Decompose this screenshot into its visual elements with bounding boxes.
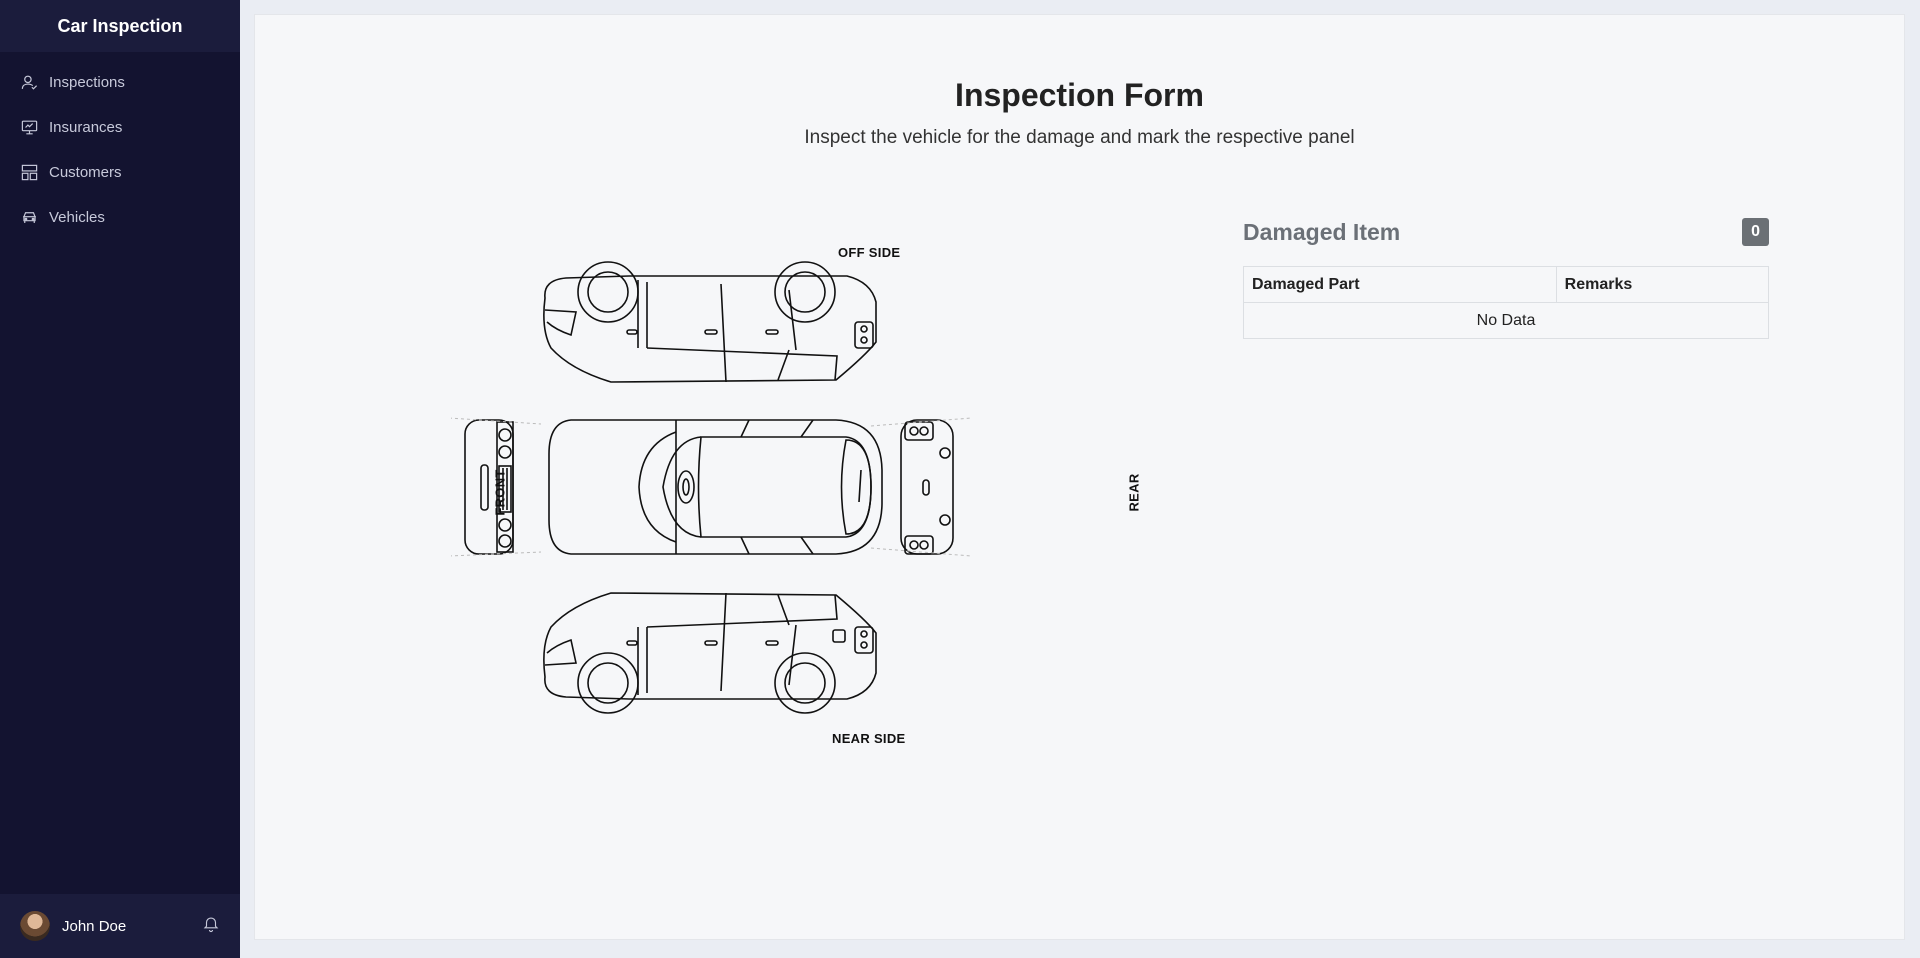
sidebar-item-inspections[interactable]: Inspections [0, 60, 240, 105]
user-name[interactable]: John Doe [62, 917, 127, 935]
damaged-item-count-badge: 0 [1742, 218, 1769, 246]
damaged-item-title: Damaged Item [1243, 218, 1401, 245]
notification-button[interactable] [202, 915, 220, 938]
sidebar-nav: Inspections Insurances Customers Vehicle… [0, 52, 240, 894]
bell-icon [203, 916, 219, 932]
sidebar-item-label: Vehicles [49, 209, 105, 226]
damaged-items-table: Damaged Part Remarks No Data [1243, 266, 1770, 339]
user-profile: John Doe [0, 894, 240, 958]
avatar[interactable] [20, 911, 50, 941]
sidebar-item-label: Inspections [49, 74, 125, 91]
column-damaged-part: Damaged Part [1243, 266, 1557, 303]
sidebar-item-insurances[interactable]: Insurances [0, 105, 240, 150]
sidebar-item-label: Customers [49, 164, 122, 181]
car-near-side[interactable] [543, 592, 877, 714]
sidebar-item-label: Insurances [49, 119, 123, 136]
table-header-row: Damaged Part Remarks [1243, 266, 1770, 303]
monitor-icon [21, 120, 38, 135]
car-top[interactable] [548, 419, 883, 555]
app-title: Car Inspection [0, 0, 240, 52]
label-off-side: OFF SIDE [838, 245, 901, 260]
label-near-side: NEAR SIDE [832, 731, 906, 746]
inspection-card: Inspection Form Inspect the vehicle for … [254, 14, 1905, 940]
table-row: No Data [1243, 302, 1769, 339]
car-diagram [451, 261, 972, 714]
page-subtitle: Inspect the vehicle for the damage and m… [804, 127, 1355, 148]
column-remarks: Remarks [1555, 266, 1770, 303]
dashboard-icon [21, 164, 38, 181]
label-rear: REAR [1126, 473, 1142, 512]
empty-state-text: No Data [1243, 302, 1769, 339]
car-front[interactable] [451, 417, 542, 557]
sidebar-item-vehicles[interactable]: Vehicles [0, 195, 240, 240]
damaged-item-header: Damaged Item 0 [1243, 204, 1769, 260]
car-rear[interactable] [870, 417, 972, 557]
car-icon [23, 212, 36, 224]
label-front: FRONT [492, 469, 508, 516]
user-check-icon [21, 75, 38, 90]
page-title: Inspection Form [955, 77, 1204, 113]
sidebar: Car Inspection Inspections Insurances Cu… [0, 0, 240, 958]
sidebar-item-customers[interactable]: Customers [0, 150, 240, 195]
damaged-item-panel: Damaged Item 0 Damaged Part Remarks No D… [1243, 204, 1770, 339]
main-content: Inspection Form Inspect the vehicle for … [240, 0, 1920, 958]
car-off-side[interactable] [543, 261, 877, 383]
